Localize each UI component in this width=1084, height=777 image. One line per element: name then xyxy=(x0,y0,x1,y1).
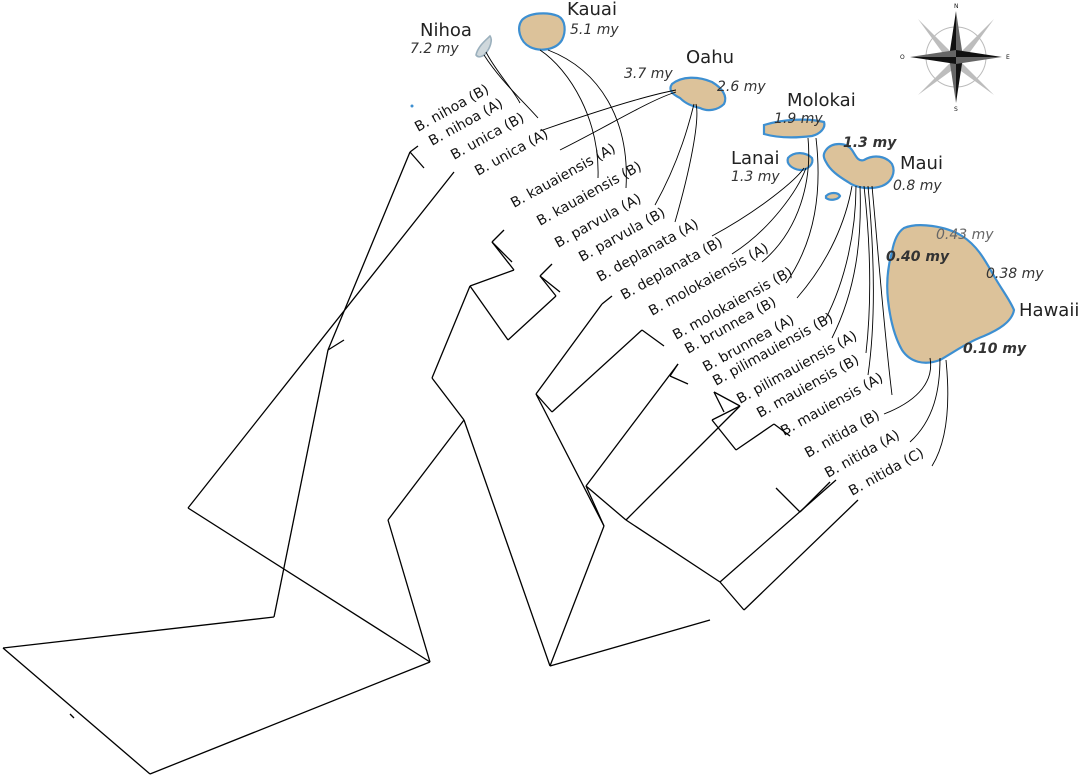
tree-branch xyxy=(669,363,679,377)
island-name-kauai: Kauai xyxy=(567,0,617,20)
tree-branch xyxy=(625,405,741,521)
tree-branch xyxy=(713,391,725,413)
compass-west: O xyxy=(900,54,905,61)
tree-branch xyxy=(641,329,665,347)
tree-branch xyxy=(187,171,455,509)
tree-branch xyxy=(535,303,603,395)
tree-branch xyxy=(387,419,465,521)
compass-east: E xyxy=(1006,54,1010,61)
connector-lines xyxy=(483,49,949,467)
tree-branch xyxy=(775,487,801,513)
island-age-nihoa: 7.2 my xyxy=(410,41,459,57)
island-age-kauai: 5.1 my xyxy=(570,22,619,38)
tree-branch xyxy=(711,419,737,451)
tree-branch xyxy=(549,619,711,667)
island-name-oahu: Oahu xyxy=(686,47,734,68)
island-labels: Nihoa 7.2 my Kauai 5.1 my Oahu 3.7 my 2.… xyxy=(410,0,1079,357)
island-maui xyxy=(822,142,895,190)
tree-branch xyxy=(799,481,831,513)
island-age-oahu-2: 2.6 my xyxy=(717,79,766,95)
tree-branch xyxy=(551,329,643,413)
tree-branch xyxy=(469,285,509,341)
tree-branch xyxy=(507,295,557,341)
island-age-hawaii-4: 0.10 my xyxy=(963,341,1027,357)
tree-branch xyxy=(539,275,557,297)
tree-branch xyxy=(387,519,431,663)
tree-branch xyxy=(2,647,151,775)
tree-branch xyxy=(719,581,745,611)
island-lanai xyxy=(786,152,814,172)
tree-branch xyxy=(539,263,553,277)
tree-branch xyxy=(535,393,605,527)
island-hawaii xyxy=(886,224,1016,364)
island-oahu xyxy=(669,76,727,112)
island-name-maui: Maui xyxy=(900,153,943,174)
island-age-hawaii-3: 0.38 my xyxy=(986,266,1044,282)
tree-branch xyxy=(535,393,553,413)
phylogenetic-tree xyxy=(2,145,859,775)
tree-branch xyxy=(585,363,679,487)
island-age-molokai-1: 1.9 my xyxy=(774,111,823,127)
islands-map xyxy=(410,12,1016,364)
tree-branch xyxy=(491,241,513,263)
tree-branch xyxy=(585,485,605,527)
tree-branch xyxy=(327,151,411,351)
tree-branch xyxy=(431,285,471,379)
tree-branch xyxy=(743,499,859,611)
island-name-lanai: Lanai xyxy=(731,148,780,169)
compass-south: S xyxy=(954,106,958,113)
compass-rose: N S E O xyxy=(900,3,1010,113)
island-age-maui: 0.8 my xyxy=(893,178,942,194)
island-molokai xyxy=(762,118,826,139)
island-kahoolawe xyxy=(824,191,842,201)
tree-branch xyxy=(713,391,741,407)
tree-branch xyxy=(735,423,775,451)
tree-branch xyxy=(601,295,613,305)
island-nihoa xyxy=(475,34,493,58)
island-age-lanai: 1.3 my xyxy=(731,169,780,185)
tree-branch xyxy=(69,713,75,719)
tree-branch xyxy=(469,269,515,287)
island-age-hawaii-1: 0.43 my xyxy=(936,227,994,243)
tree-branch xyxy=(409,151,425,169)
tree-branch xyxy=(491,241,515,271)
island-name-nihoa: Nihoa xyxy=(420,20,472,41)
tree-branch xyxy=(187,507,431,663)
island-age-molokai-2: 1.3 my xyxy=(843,135,897,151)
tree-branch xyxy=(773,423,791,437)
island-name-molokai: Molokai xyxy=(787,90,856,111)
tree-branch xyxy=(491,229,505,243)
island-kauai xyxy=(518,12,566,51)
tree-branch xyxy=(625,519,721,583)
tree-branch xyxy=(719,479,837,583)
tree-branch xyxy=(327,339,345,351)
tree-branch xyxy=(539,275,561,293)
compass-north: N xyxy=(954,3,959,10)
island-name-hawaii: Hawaii xyxy=(1019,300,1079,321)
tree-branch xyxy=(273,349,329,618)
island-age-oahu-1: 3.7 my xyxy=(624,66,673,82)
tree-branch xyxy=(2,616,275,649)
tree-branch xyxy=(431,377,465,421)
tree-branch xyxy=(149,661,431,775)
tree-branch xyxy=(549,525,605,667)
island-age-hawaii-2: 0.40 my xyxy=(886,249,950,265)
tree-branch xyxy=(711,405,741,421)
tree-branch xyxy=(585,485,627,521)
tree-branch xyxy=(669,375,689,385)
tree-branch xyxy=(463,419,551,667)
tree-branch xyxy=(409,145,419,153)
islet-dot xyxy=(410,104,414,108)
